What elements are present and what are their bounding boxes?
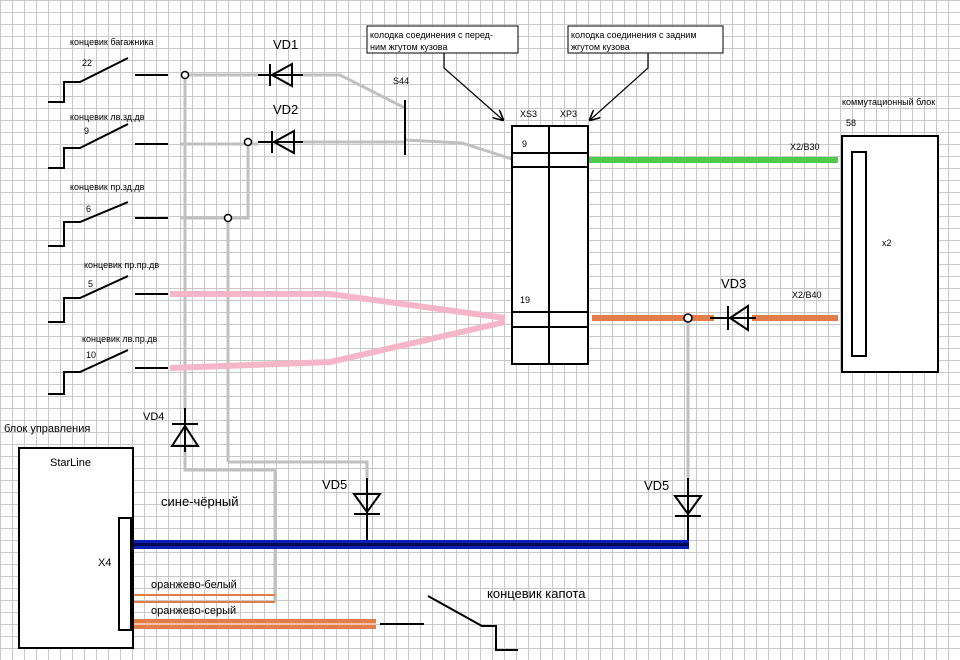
switch-pin-trunk: 22 [82,58,92,68]
switch-label-trunk: концевик багажника [70,37,154,47]
switch-pin-rear-left: 9 [84,126,89,136]
wire-label-orange-gray: оранжево-серый [151,605,236,617]
gray-wires [180,73,516,602]
node-rear-right [223,213,233,223]
switch-pin-front-left: 10 [86,350,96,360]
diode-vd2 [258,129,303,155]
connector-xp3-label: XP3 [560,109,577,119]
wire-label-blue-black: сине-чёрный [161,494,239,509]
wire-label-orange-white: оранжево-белый [151,579,237,591]
switch-label-rear-right: концевик пр.зд.дв [70,182,145,192]
callout-rear: колодка соединения с задним жгутом кузов… [567,25,724,120]
switch-trunk [48,57,168,103]
switch-hood [380,595,518,651]
diode-label-vd2: VD2 [273,102,298,117]
connector-pin-19: 19 [520,295,530,305]
switch-rear-left [48,123,168,169]
diode-label-vd3: VD3 [721,276,746,291]
control-block-brand: StarLine [50,457,91,469]
callout-front-line2: ним жгутом кузова [370,42,447,52]
comm-block-b30: X2/B30 [790,142,820,152]
callout-rear-line1: колодка соединения с задним [571,30,697,40]
callout-front-line1: колодка соединения с перед- [370,30,493,40]
node-trunk [180,70,190,80]
node-vd3 [683,313,693,323]
comm-block-title: коммутационный блок [842,97,935,107]
control-block [18,447,134,649]
wire-mid-to-vd5 [228,460,369,480]
switch-rear-right [48,201,168,247]
wire-node-vd2 [228,144,250,220]
wire-s44-xs3 [404,138,516,162]
connector-xs3-label: XS3 [520,109,537,119]
junction-nodes [180,70,693,323]
switch-label-front-left: концевик лв.пр.дв [82,334,157,344]
comm-block-num: 58 [846,118,856,128]
control-block-title: блок управления [4,423,90,435]
orange-white-wire [133,594,275,603]
switch-pin-front-right: 5 [88,279,93,289]
diode-label-vd1: VD1 [273,37,298,52]
wire-10 [169,319,506,371]
diode-vd3 [710,304,756,332]
wire-vd4-down [183,448,277,602]
callout-rear-line2: жгутом кузова [571,42,630,52]
switch-label-rear-left: концевик лв.зд.дв [70,112,145,122]
diode-label-vd5-right: VD5 [644,478,669,493]
switch-pin-rear-right: 6 [86,204,91,214]
blue-wire [133,540,689,549]
connector-pin-9: 9 [522,139,527,149]
diode-label-vd4: VD4 [143,411,164,423]
switch-front-right [48,275,168,323]
comm-block [841,135,939,373]
connector-block [511,125,589,365]
switch-label-front-right: концевик пр.пр.дв [84,260,159,270]
s44-label: S44 [393,76,409,86]
diode-vd4 [170,408,200,452]
diode-vd5-right [673,478,703,522]
comm-block-b40: X2/B40 [792,290,822,300]
diode-label-vd5-left: VD5 [322,477,347,492]
callout-front: колодка соединения с перед- ним жгутом к… [366,25,519,120]
comm-block-x2: x2 [882,238,892,248]
wire-vd1-s44 [303,73,406,110]
switch-front-left [48,349,168,395]
diode-vd1 [258,62,303,88]
wire-5 [170,291,506,321]
control-block-x4: X4 [98,557,111,569]
orange-gray-wire [133,619,376,629]
pink-wires [169,291,506,371]
diode-vd5-left [352,478,382,520]
hood-switch-label: концевик капота [487,586,586,601]
node-vd2 [243,137,253,147]
